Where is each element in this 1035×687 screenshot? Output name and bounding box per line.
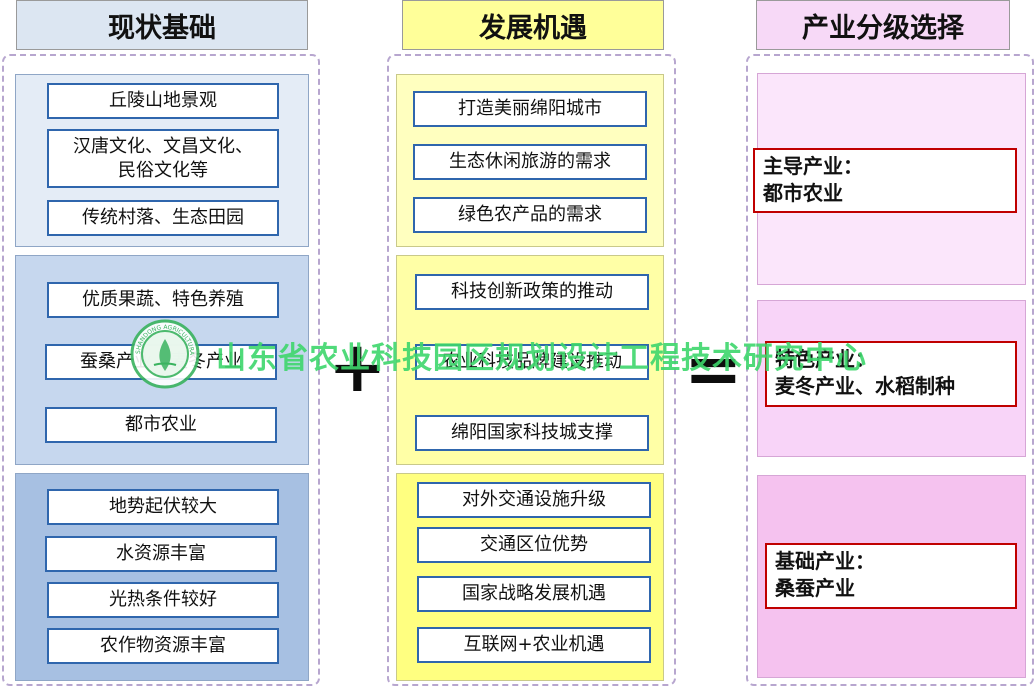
current-item: 水资源丰富	[45, 536, 277, 572]
basic-industry-box: 基础产业： 桑蚕产业	[765, 543, 1017, 609]
column-title-opportunity: 发展机遇	[402, 0, 664, 50]
column-title-industry: 产业分级选择	[756, 0, 1010, 50]
current-frame	[2, 54, 320, 686]
university-logo: SHANDONG AGRICULTURAL UNIVERSITY	[127, 314, 200, 389]
current-item: 农作物资源丰富	[47, 628, 279, 664]
column-title-current: 现状基础	[16, 0, 308, 50]
column-title-opportunity-text: 发展机遇	[479, 12, 587, 44]
current-item: 丘陵山地景观	[47, 83, 279, 119]
opportunity-item: 科技创新政策的推动	[415, 274, 649, 310]
leading-industry-box: 主导产业： 都市农业	[753, 148, 1017, 213]
featured-industry-box: 特色产业： 麦冬产业、水稻制种	[765, 341, 1017, 407]
current-item: 传统村落、生态田园	[47, 200, 279, 236]
current-item: 优质果蔬、特色养殖	[47, 282, 279, 318]
column-title-industry-text: 产业分级选择	[802, 12, 964, 44]
column-title-current-text: 现状基础	[108, 12, 216, 44]
opportunity-item: 绵阳国家科技城支撑	[415, 415, 649, 451]
opportunity-item: 农业科技品牌建设推动	[415, 344, 649, 380]
opportunity-item: 交通区位优势	[417, 527, 651, 563]
watermark-text: 山东省农业科技园区规划设计工程技术研究中心	[216, 341, 867, 376]
opportunity-item: 国家战略发展机遇	[417, 576, 651, 612]
opportunity-item: 生态休闲旅游的需求	[413, 144, 647, 180]
current-item: 光热条件较好	[47, 582, 279, 618]
equals-operator: =	[684, 328, 743, 410]
university-logo-icon: SHANDONG AGRICULTURAL UNIVERSITY	[127, 314, 200, 389]
industry-frame	[746, 54, 1034, 686]
current-item: 地势起伏较大	[47, 489, 279, 525]
opportunity-item: 绿色农产品的需求	[413, 197, 647, 233]
current-item: 都市农业	[45, 407, 277, 443]
current-item: 汉唐文化、文昌文化、 民俗文化等	[47, 129, 279, 188]
opportunity-item: 打造美丽绵阳城市	[413, 91, 647, 127]
plus-operator: +	[328, 326, 387, 408]
opportunity-item: 互联网+农业机遇	[417, 627, 651, 663]
opportunity-frame	[387, 54, 676, 686]
opportunity-item: 对外交通设施升级	[417, 482, 651, 518]
